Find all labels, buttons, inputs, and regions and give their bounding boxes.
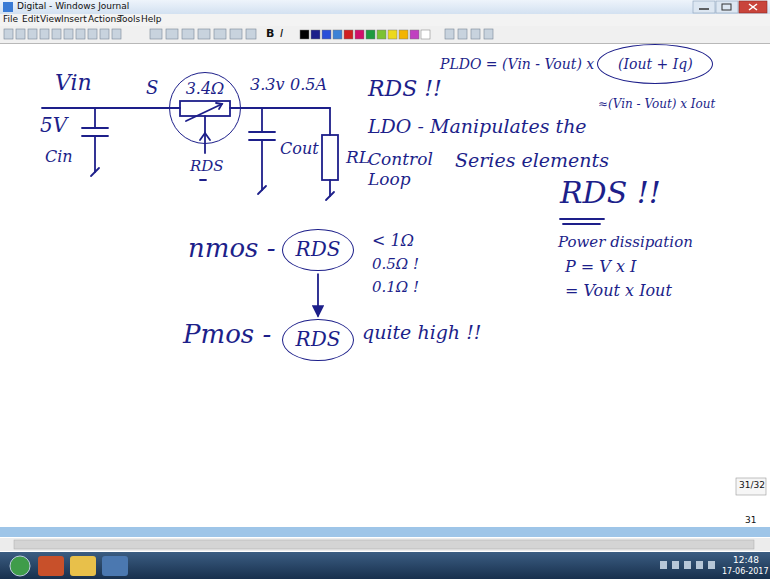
handwritten-note: Series elements <box>455 150 609 172</box>
page-band <box>0 527 770 537</box>
ui-text: 31 <box>745 515 756 525</box>
ui-text: I <box>280 28 283 41</box>
handwritten-note: Cin <box>45 148 73 166</box>
ui-text: Tools <box>118 14 140 24</box>
handwritten-note: quite high !! <box>362 322 481 344</box>
handwritten-note: P = V x I <box>565 258 636 276</box>
ui-text: Help <box>141 14 162 24</box>
handwritten-note: 0.1Ω ! <box>372 279 419 296</box>
node-text: RDS <box>296 328 341 351</box>
handwritten-note: Vin <box>55 70 92 95</box>
ui-text: Digital - Windows Journal <box>17 1 129 11</box>
circled-term: RDS <box>282 229 355 272</box>
app-icon <box>3 2 13 12</box>
handwritten-note: 0.5Ω ! <box>372 256 419 273</box>
handwritten-note: nmos - <box>188 234 275 264</box>
circled-term: 3.4Ω <box>169 72 241 144</box>
handwritten-note: Cout <box>280 140 319 158</box>
circled-term: (Iout + Iq) <box>597 44 713 84</box>
handwritten-note: RDS !! <box>560 176 661 211</box>
ui-text: View <box>40 14 61 24</box>
ui-text: 12:48 <box>733 555 759 565</box>
ui-text: Actions <box>88 14 121 24</box>
ui-text: Edit <box>22 14 39 24</box>
handwritten-note: RDS <box>190 158 224 175</box>
page-counter-box <box>736 478 766 495</box>
circled-term: RDS <box>282 319 355 362</box>
menu-bar <box>0 14 770 26</box>
node-text: (Iout + Iq) <box>618 56 693 72</box>
handwritten-note: 3.3v <box>250 76 284 94</box>
toolbar-icons <box>4 29 493 39</box>
ui-text: 31/32 <box>739 480 765 490</box>
handwritten-note: = Vout x Iout <box>565 282 672 300</box>
arrow-connector <box>317 273 319 316</box>
start-orb <box>10 556 30 576</box>
tool-bar <box>0 26 770 43</box>
node-text: 3.4Ω <box>186 80 225 98</box>
tray-icons <box>660 561 715 569</box>
handwritten-note: 5V <box>40 114 67 137</box>
handwritten-note: ≈(Vin - Vout) x Iout <box>598 98 715 112</box>
handwritten-note: RL <box>346 148 370 168</box>
taskbar-icon <box>70 556 96 576</box>
handwritten-note: PLDO = (Vin - Vout) x <box>440 56 594 72</box>
ui-text: Insert <box>61 14 87 24</box>
handwritten-note: Power dissipation <box>558 234 693 251</box>
color-swatches <box>300 30 430 39</box>
scroll-thumb <box>14 540 754 549</box>
handwritten-note: Control Loop <box>368 150 440 189</box>
window-controls <box>693 1 767 13</box>
ui-text: 17-06-2017 <box>722 567 769 576</box>
scroll-bar <box>0 538 770 551</box>
handwritten-note: LDO - Manipulates the <box>368 116 587 138</box>
handwritten-note: 0.5A <box>290 76 327 94</box>
taskbar-icon <box>102 556 128 576</box>
ui-text: B <box>266 28 274 41</box>
title-bar <box>0 0 770 14</box>
handwritten-note: Pmos - <box>183 320 271 350</box>
taskbar <box>0 552 770 579</box>
taskbar-icon <box>38 556 64 576</box>
handwritten-note: < 1Ω <box>372 232 414 250</box>
handwritten-note: S <box>146 78 158 99</box>
ui-text: File <box>3 14 18 24</box>
node-text: RDS <box>296 238 341 261</box>
handwritten-note: RDS !! <box>368 76 442 101</box>
